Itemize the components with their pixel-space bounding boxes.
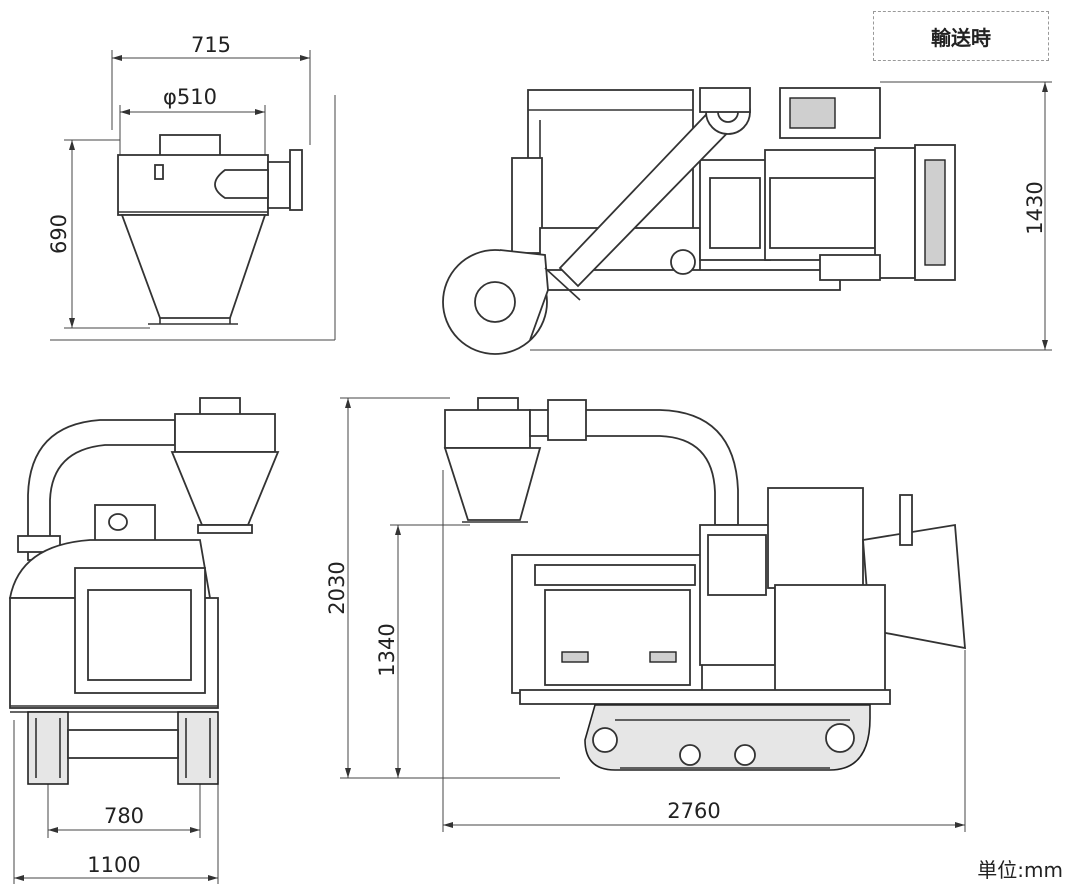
- dim-overall-width: 1100: [87, 853, 140, 877]
- side-view: 2030 1340 2760: [325, 397, 966, 832]
- dim-overall-length: 2760: [667, 799, 720, 823]
- dim-hopper-width: 715: [191, 33, 231, 57]
- dim-hopper-height: 690: [47, 214, 71, 254]
- dim-track-gauge: 780: [104, 804, 144, 828]
- dim-hopper-diameter: φ510: [163, 85, 217, 109]
- dim-hopper-outlet-height: 1340: [375, 623, 399, 676]
- dim-total-height: 2030: [325, 561, 349, 614]
- front-view: 780 1100: [8, 397, 280, 884]
- dim-transport-height: 1430: [1023, 181, 1047, 234]
- unit-label: 単位:mm: [977, 858, 1063, 882]
- transport-top-view: 1430: [442, 81, 1052, 355]
- hopper-detail-view: 715 φ510 690: [47, 33, 336, 341]
- transport-mode-label: 輸送時: [873, 11, 1049, 61]
